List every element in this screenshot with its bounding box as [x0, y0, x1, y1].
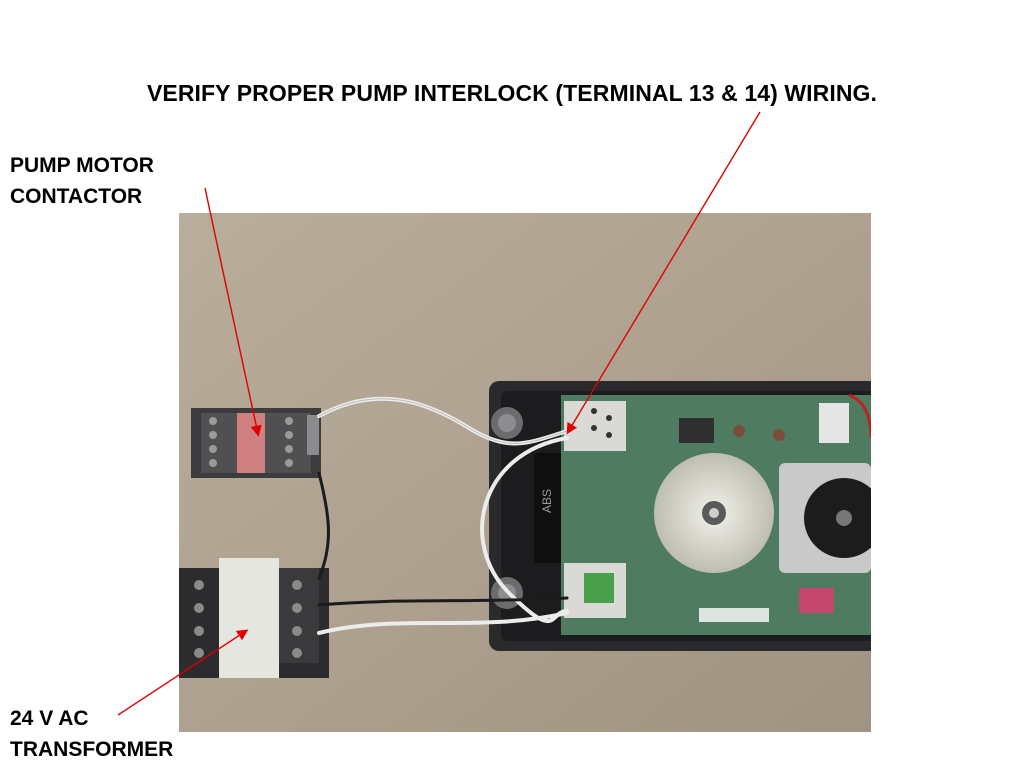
slide-title: VERIFY PROPER PUMP INTERLOCK (TERMINAL 1…: [146, 80, 878, 106]
abs-marking: ABS: [540, 489, 554, 513]
pump-motor-contactor: [191, 408, 321, 478]
wiring-photo: ABS: [179, 213, 871, 732]
interlock-wires: [317, 396, 569, 635]
control-enclosure: ABS: [489, 381, 871, 651]
pump-motor-contactor-label: PUMP MOTOR CONTACTOR: [10, 154, 154, 208]
transformer-label: 24 V AC TRANSFORMER: [10, 707, 174, 761]
transformer-body: [219, 558, 279, 678]
transformer-assembly: [179, 558, 329, 678]
